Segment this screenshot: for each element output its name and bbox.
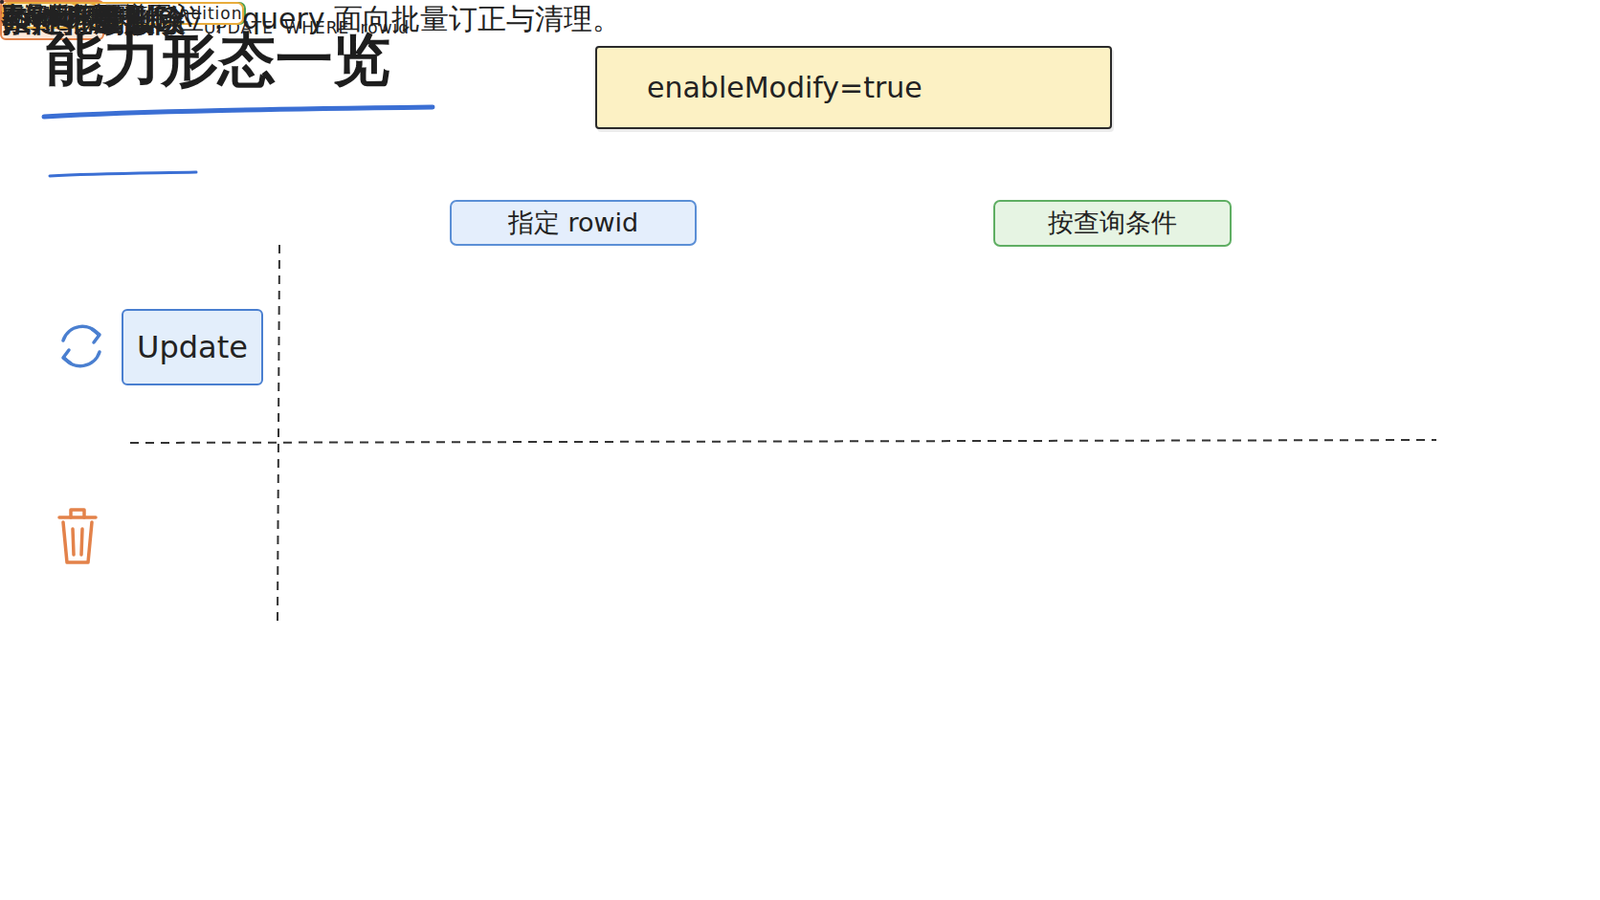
trash-icon bbox=[59, 510, 96, 563]
toggle-box: enableModify=true bbox=[595, 45, 1112, 130]
box-text: Update bbox=[136, 329, 248, 366]
summary-banner: rowid 精准定位， query 面向批量订正与清理。 bbox=[0, 0, 4, 4]
title-underline bbox=[44, 107, 433, 117]
box-text: 按查询条件 bbox=[1047, 207, 1178, 239]
box-text: 指定 rowid bbox=[508, 207, 639, 239]
page-title: 能力形态一览 bbox=[45, 24, 391, 94]
row-label-box: Update bbox=[121, 309, 264, 386]
mode-tag: 按查询条件 bbox=[993, 200, 1232, 247]
panel-text: enableModify=true bbox=[646, 70, 923, 106]
mode-tag: 指定 rowid bbox=[449, 200, 697, 246]
refresh-icon bbox=[63, 326, 100, 366]
row-divider bbox=[130, 440, 1437, 444]
column-divider bbox=[277, 244, 280, 623]
subtitle-underline bbox=[49, 172, 197, 177]
